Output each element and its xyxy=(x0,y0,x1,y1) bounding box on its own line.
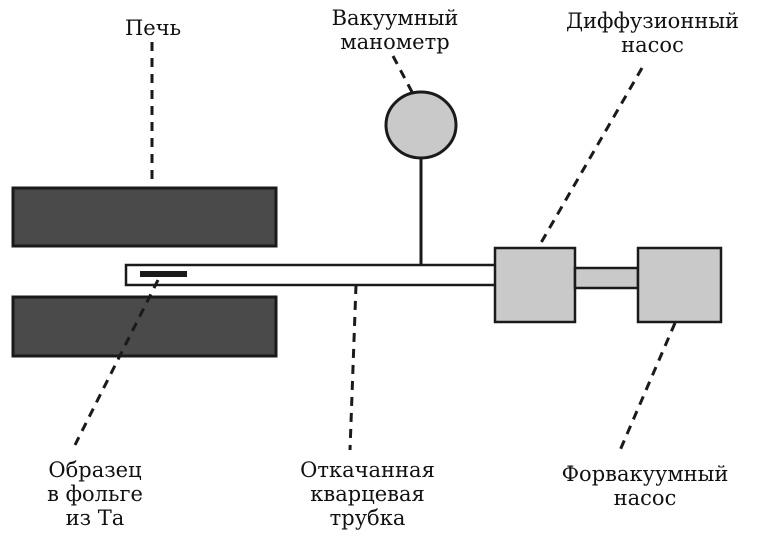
label-sample-line-2: в фольге xyxy=(47,482,143,506)
label-furnace: Печь xyxy=(98,16,208,40)
label-quartz-tube-line-2: кварцевая xyxy=(310,482,425,506)
leader-forevacuum-pump xyxy=(616,322,677,456)
leader-diffusion-pump xyxy=(536,67,644,249)
label-sample: Образец в фольге из Та xyxy=(20,458,170,530)
pump-connector xyxy=(573,266,640,290)
label-diffusion-pump-line-1: Диффузионный xyxy=(565,9,740,33)
furnace-upper-block xyxy=(11,186,278,248)
label-quartz-tube-line-3: трубка xyxy=(329,506,406,530)
leader-quartz-tube xyxy=(348,284,358,451)
label-sample-line-3: из Та xyxy=(65,506,125,530)
leader-vacuum-gauge xyxy=(391,55,414,93)
label-diffusion-pump: Диффузионный насос xyxy=(545,9,760,57)
label-forevacuum-pump: Форвакуумный насос xyxy=(535,462,755,510)
label-forevacuum-pump-line-1: Форвакуумный xyxy=(561,462,729,486)
furnace-lower-block xyxy=(11,295,278,358)
label-quartz-tube-line-1: Откачанная xyxy=(300,458,435,482)
label-vacuum-gauge-line-1: Вакуумный xyxy=(331,6,459,30)
label-sample-line-1: Образец xyxy=(48,458,142,482)
label-vacuum-gauge: Вакуумный манометр xyxy=(300,6,490,54)
label-quartz-tube: Откачанная кварцевая трубка xyxy=(280,458,455,530)
label-vacuum-gauge-line-2: манометр xyxy=(340,30,450,54)
label-furnace-line-1: Печь xyxy=(124,16,182,40)
forevacuum-pump xyxy=(636,246,723,324)
sample-foil xyxy=(140,271,187,277)
vacuum-gauge xyxy=(384,90,458,160)
label-diffusion-pump-line-2: насос xyxy=(621,33,684,57)
diffusion-pump xyxy=(493,246,577,324)
label-forevacuum-pump-line-2: насос xyxy=(613,486,677,510)
